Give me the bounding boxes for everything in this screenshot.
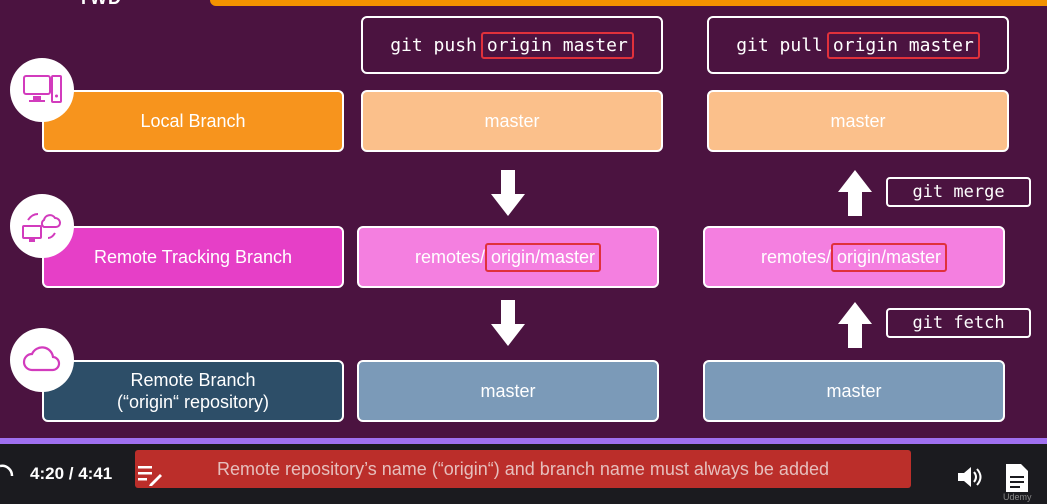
push-tracking-prefix: remotes/ [414, 246, 485, 267]
notes-icon[interactable] [138, 464, 162, 486]
computer-icon-svg [23, 75, 62, 103]
transcript-icon[interactable] [1006, 464, 1028, 492]
git-push-prefix: git push [390, 34, 477, 56]
slide-title: TWD [78, 0, 122, 9]
pull-tracking-prefix: remotes/ [760, 246, 831, 267]
merge-up-arrow-icon [838, 170, 872, 216]
pull-remote-master-text: master [826, 380, 882, 401]
git-push-highlight: origin master [480, 31, 634, 59]
push-local-master-text: master [484, 110, 540, 131]
fetch-up-arrow-icon [838, 302, 872, 348]
git-fetch-label: git fetch [886, 308, 1031, 338]
cloud-icon-svg [22, 346, 61, 372]
remote-branch-label: Remote Branch (“origin“ repository) [42, 360, 344, 422]
rewind-icon[interactable] [0, 458, 14, 486]
push-tracking-highlight: origin/master [484, 242, 602, 272]
udemy-watermark: Udemy [1003, 492, 1032, 502]
pull-tracking-highlight: origin/master [830, 242, 948, 272]
push-local-master-box: master [361, 90, 663, 152]
computer-icon [10, 58, 74, 122]
push-remote-master-box: master [357, 360, 659, 422]
video-progress-bar[interactable] [0, 438, 1047, 444]
volume-icon[interactable] [958, 466, 984, 488]
caption-text: Remote repository’s name (“origin“) and … [135, 450, 911, 488]
pull-local-master-text: master [830, 110, 886, 131]
git-merge-text: git merge [912, 182, 1005, 202]
git-fetch-text: git fetch [912, 313, 1005, 333]
git-pull-command: git pull origin master [707, 16, 1009, 74]
cloud-icon [10, 328, 74, 392]
local-branch-text: Local Branch [140, 111, 246, 131]
git-merge-label: git merge [886, 177, 1031, 207]
slide: TWD git push origin master git pull orig… [10, 0, 1047, 422]
pull-tracking-box: remotes/ origin/master [703, 226, 1005, 288]
cloud-sync-icon-svg [22, 213, 62, 242]
player-controls: 4:20 / 4:41 Remote repository’s name (“o… [0, 444, 1047, 504]
push-tracking-box: remotes/ origin/master [357, 226, 659, 288]
cloud-sync-icon [10, 194, 74, 258]
push-remote-master-text: master [480, 380, 536, 401]
time-display: 4:20 / 4:41 [30, 464, 113, 483]
git-pull-highlight: origin master [826, 31, 980, 59]
remote-branch-text-line2: (“origin“ repository) [116, 392, 270, 412]
pull-remote-master-box: master [703, 360, 1005, 422]
top-accent-bar [210, 0, 1047, 6]
push-down-arrow-icon [491, 170, 525, 216]
pull-local-master-box: master [707, 90, 1009, 152]
git-push-command: git push origin master [361, 16, 663, 74]
remote-tracking-branch-label: Remote Tracking Branch [42, 226, 344, 288]
remote-branch-text-line1: Remote Branch [130, 370, 256, 390]
remote-tracking-branch-text: Remote Tracking Branch [93, 247, 293, 267]
push-down-arrow-2-icon [491, 300, 525, 346]
git-pull-prefix: git pull [736, 34, 823, 56]
local-branch-label: Local Branch [42, 90, 344, 152]
